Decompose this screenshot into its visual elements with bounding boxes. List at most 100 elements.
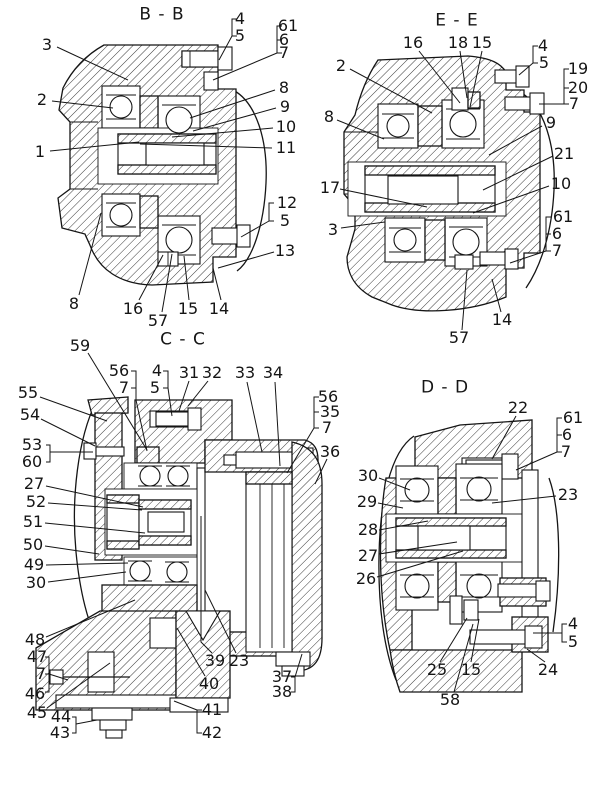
part-label-b-b-5: 5: [234, 26, 246, 45]
bottom-center-block: [169, 610, 231, 713]
leader-line: [51, 100, 114, 109]
leader-line: [378, 541, 458, 555]
part-label-c-c-38: 38: [271, 682, 293, 701]
part-label-c-c-43: 43: [49, 723, 71, 742]
part-label-c-c-42: 42: [201, 723, 223, 742]
part-label-e-e-3: 3: [327, 220, 339, 239]
leader-line: [138, 254, 164, 301]
top-bolt: [181, 46, 233, 71]
leader-line: [491, 415, 517, 460]
leader-line: [189, 89, 276, 119]
bracket-leader-line: [167, 387, 173, 417]
leader-line: [491, 495, 557, 504]
label-bracket: [231, 18, 237, 37]
part-label-d-d-6: 6: [561, 425, 573, 444]
view-e-e-drawing: [343, 55, 555, 312]
part-label-e-e-17: 17: [319, 178, 341, 197]
label-bracket: [268, 202, 274, 222]
part-label-e-e-18: 18: [447, 33, 469, 52]
leader-line: [459, 50, 468, 99]
view-b-b-drawing: [57, 44, 267, 286]
leader-line: [204, 589, 237, 654]
part-label-d-d-61: 61: [562, 408, 584, 427]
leader-line: [56, 46, 129, 81]
bottom-right-lug: [469, 616, 549, 653]
part-label-e-e-14: 14: [491, 310, 513, 329]
part-label-c-c-39: 39: [204, 651, 226, 670]
part-label-b-b-7: 7: [278, 43, 290, 62]
leader-line: [377, 502, 404, 509]
leader-line: [200, 516, 213, 654]
part-label-d-d-26: 26: [355, 569, 377, 588]
bracket-leader-line: [173, 700, 198, 711]
leader-line: [176, 627, 206, 677]
part-label-b-b-57: 57: [147, 311, 169, 330]
part-label-b-b-6: 6: [278, 30, 290, 49]
part-label-c-c-50: 50: [22, 535, 44, 554]
part-label-c-c-47: 47: [26, 647, 48, 666]
part-label-c-c-53: 53: [21, 435, 43, 454]
part-label-c-c-51: 51: [22, 512, 44, 531]
leader-line: [461, 269, 468, 331]
part-label-b-b-1: 1: [34, 142, 46, 161]
label-bracket: [196, 709, 202, 734]
part-label-e-e-19: 19: [567, 59, 589, 78]
bracket-leader-line: [212, 52, 278, 81]
part-label-c-c-35: 35: [319, 402, 341, 421]
part-label-c-c-30: 30: [25, 573, 47, 592]
part-label-d-d-25: 25: [426, 660, 448, 679]
hub-outline: [232, 89, 267, 272]
bracket-leader-line: [240, 220, 270, 238]
view-title-d-d: D - D: [420, 377, 470, 398]
part-label-c-c-45: 45: [26, 703, 48, 722]
part-label-c-c-52: 52: [25, 492, 47, 511]
bracket-leader-line: [135, 388, 148, 452]
leader-line: [47, 571, 127, 583]
mid-right-lug: [497, 577, 551, 607]
leader-line: [246, 381, 263, 453]
foot-flange: [35, 610, 177, 739]
leader-line: [349, 68, 433, 114]
leader-line: [274, 381, 281, 467]
leader-line: [314, 458, 328, 485]
center-small-parts: [449, 595, 479, 625]
leader-line: [45, 562, 129, 566]
part-label-c-c-27: 27: [23, 474, 45, 493]
part-label-d-d-5: 5: [567, 632, 579, 651]
leader-line: [139, 143, 273, 149]
label-bracket: [313, 396, 319, 429]
leader-line: [470, 618, 480, 663]
housing-outline: [378, 435, 560, 681]
part-label-c-c-46: 46: [24, 684, 46, 703]
part-label-c-c-40: 40: [198, 674, 220, 693]
leader-line: [439, 617, 468, 663]
shaft: [117, 133, 217, 175]
view-d-d-drawing: [378, 419, 560, 693]
bracket-leader-line: [509, 250, 547, 264]
leader-line: [378, 477, 411, 491]
part-label-e-e-10: 10: [550, 174, 572, 193]
leader-line: [187, 380, 209, 407]
leader-line: [87, 352, 148, 451]
view-title-e-e: E - E: [435, 10, 479, 31]
part-label-c-c-5: 5: [149, 378, 161, 397]
leader-line: [336, 119, 385, 140]
bracket-leader-line: [286, 427, 315, 474]
part-label-b-b-11: 11: [275, 138, 297, 157]
part-label-b-b-12: 12: [276, 193, 298, 212]
part-label-c-c-36: 36: [319, 442, 341, 461]
bearing-bores: [395, 463, 503, 613]
part-label-c-c-44: 44: [50, 707, 72, 726]
leader-line: [45, 599, 136, 638]
part-label-e-e-15: 15: [471, 33, 493, 52]
part-label-b-b-9: 9: [279, 97, 291, 116]
part-label-c-c-23: 23: [228, 651, 250, 670]
part-label-d-d-58: 58: [439, 690, 461, 709]
part-label-e-e-7: 7: [568, 94, 580, 113]
leader-line: [339, 188, 428, 208]
leader-line: [161, 253, 173, 313]
leader-line: [491, 278, 502, 313]
